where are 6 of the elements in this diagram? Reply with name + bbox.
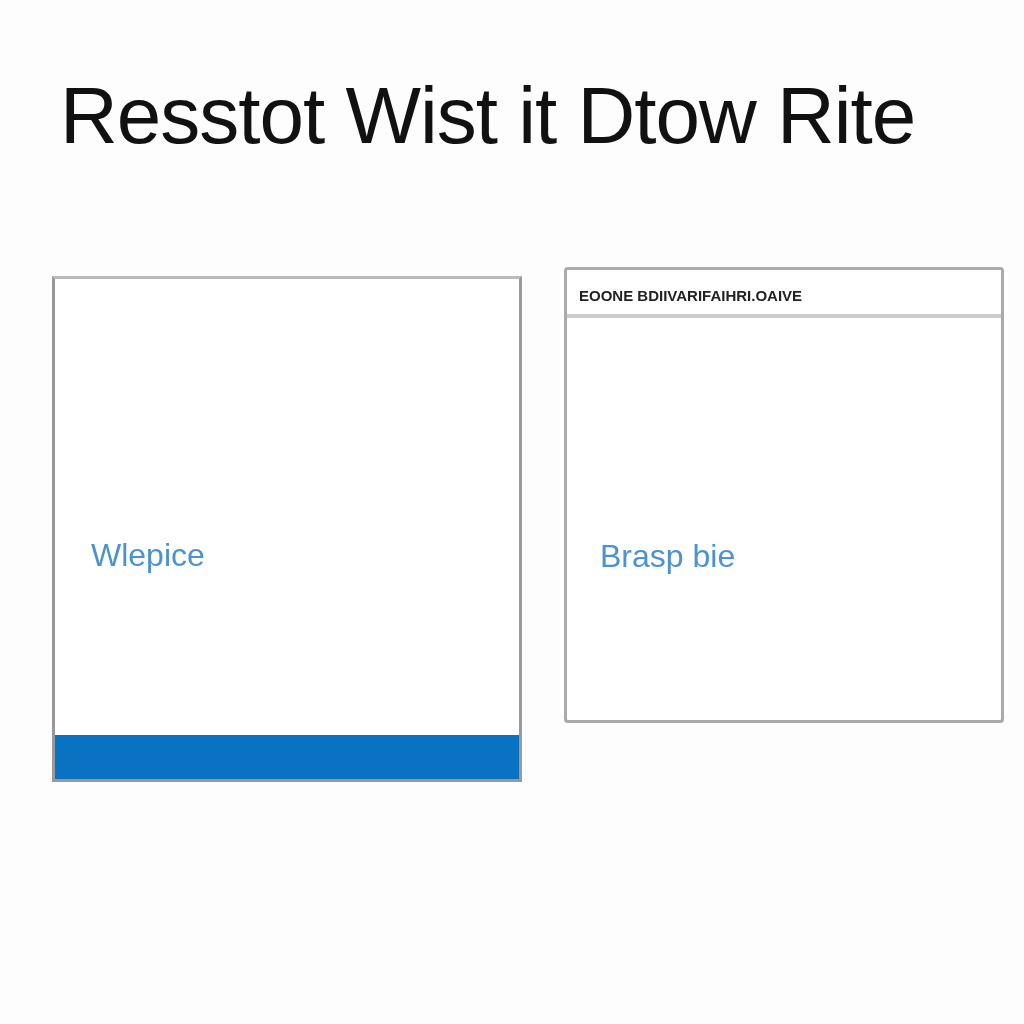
panel-box: [52, 276, 522, 782]
window-header: EOONE BDIIVARIFAIHRI.OAIVE: [567, 270, 1001, 318]
title: Resstot Wist it Dtow Rite: [60, 70, 916, 162]
window-panel: [564, 267, 1004, 723]
panel-text: Brasp bie: [600, 538, 736, 575]
panel-text: Wlepice: [91, 537, 205, 574]
